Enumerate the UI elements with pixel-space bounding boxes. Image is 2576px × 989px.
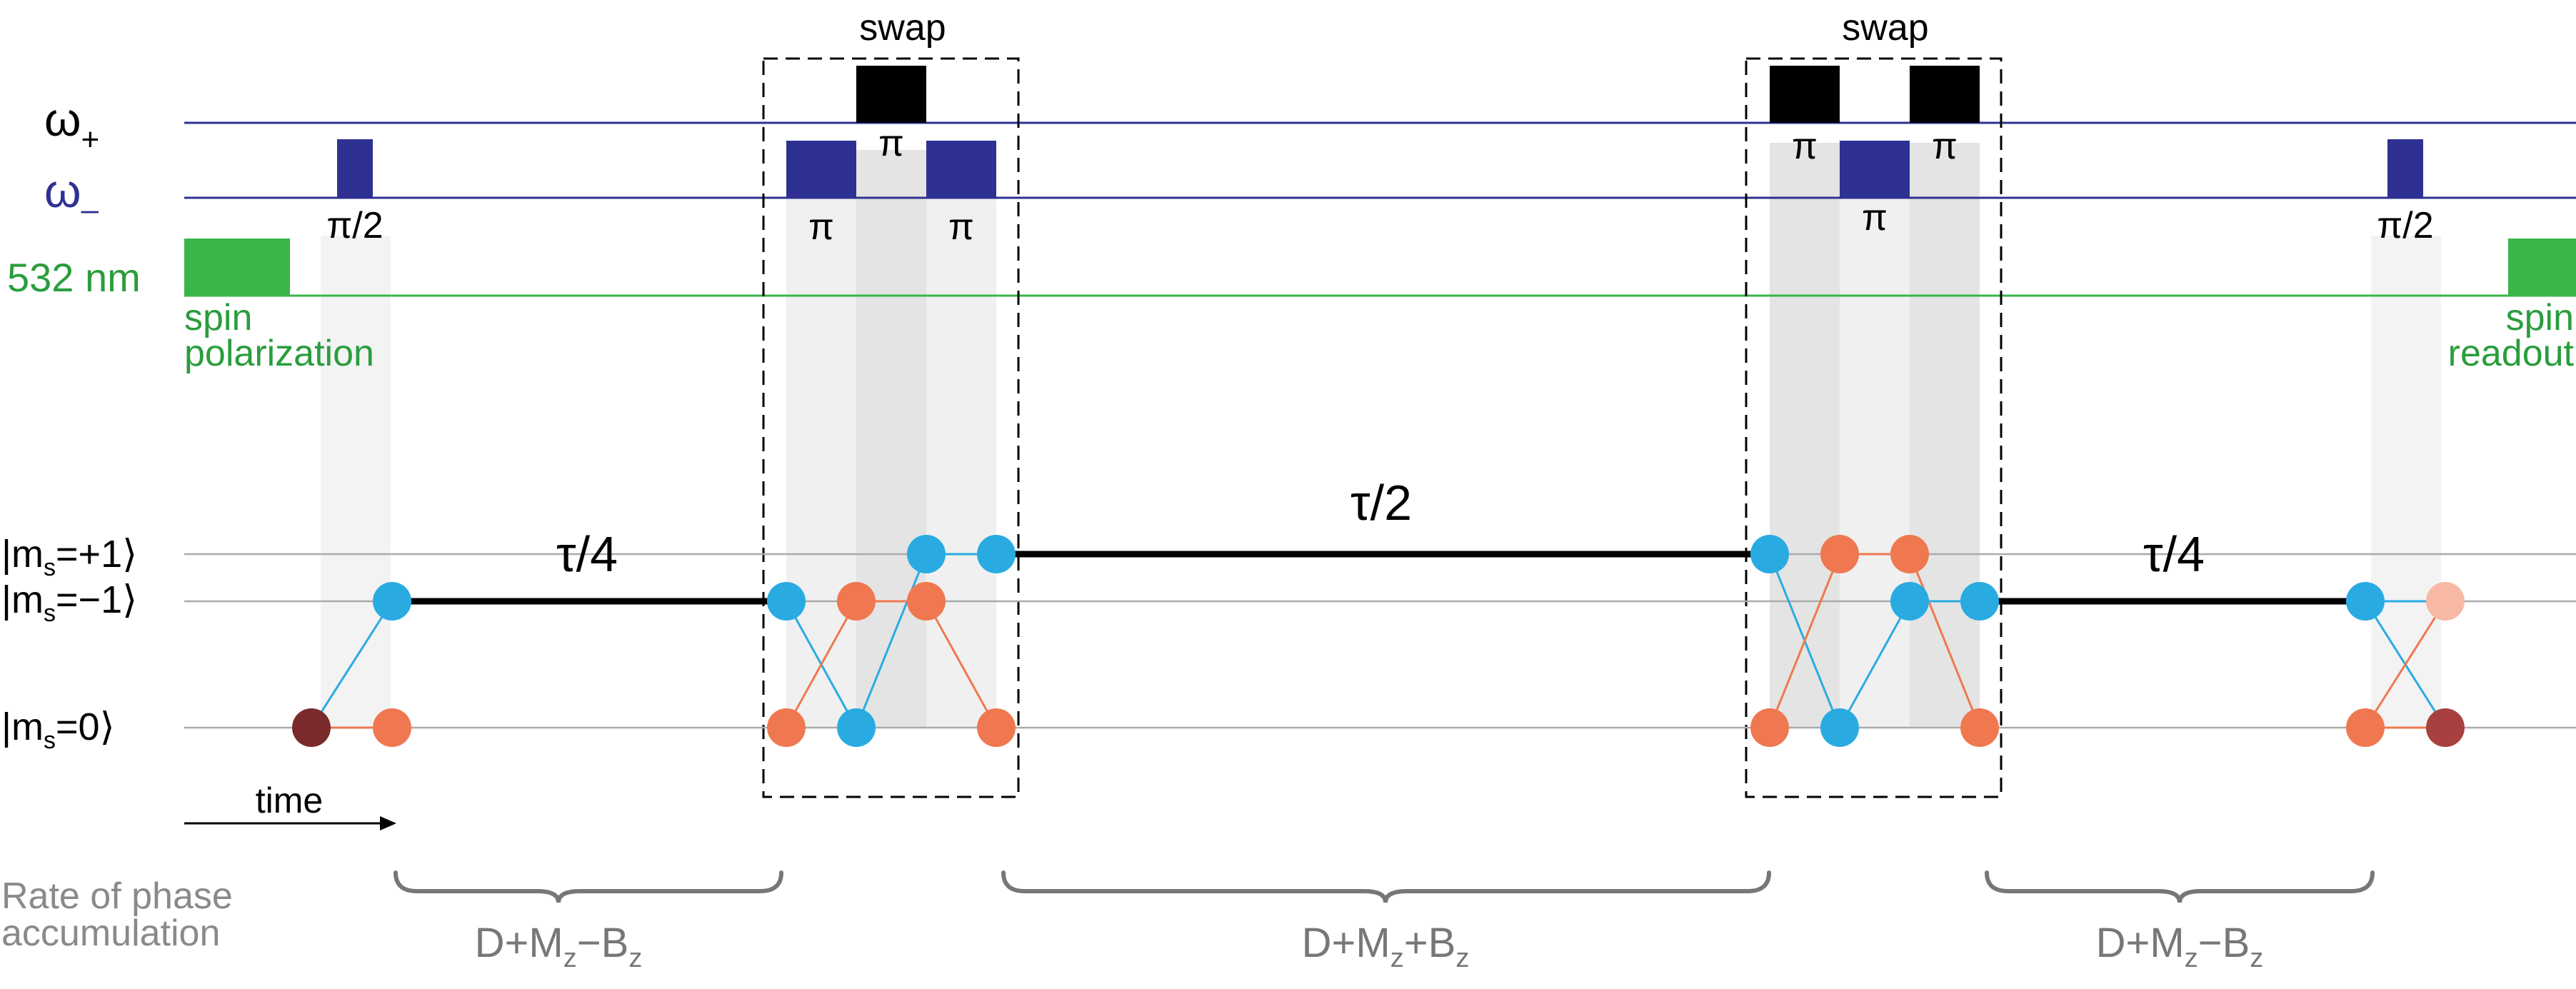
- state-dot-cyan: [1750, 535, 1789, 573]
- pi-pulse-minus-1b: [926, 141, 996, 198]
- pi-half-pulse-2: [2387, 139, 2423, 198]
- state-dot-orange: [1820, 535, 1859, 573]
- shaded-columns: [321, 143, 2441, 728]
- pi-label: π: [948, 206, 974, 248]
- swap-label-2: swap: [1842, 7, 1928, 49]
- shade-col-swap2-b: [1840, 164, 1910, 728]
- state-dot-orange: [767, 708, 806, 747]
- state-dot-cyan: [2346, 582, 2385, 621]
- time-arrow: [184, 816, 396, 830]
- pi-label: π: [1932, 126, 1958, 167]
- pi-pulse-plus-2b: [1910, 66, 1980, 123]
- pi-pulse-minus-2: [1840, 141, 1910, 198]
- pi-label: π: [1862, 197, 1888, 239]
- connector: [310, 601, 394, 728]
- swap-label-1: swap: [859, 7, 946, 49]
- tau-quarter-label-1: τ/4: [556, 526, 618, 582]
- state-dot-cyan: [767, 582, 806, 621]
- tau-half-label: τ/2: [1350, 475, 1412, 531]
- laser-label: 532 nm: [7, 255, 141, 300]
- state-dot-orange: [907, 582, 946, 621]
- spin-polarization-label: polarization: [184, 333, 374, 374]
- state-dot-dark-red: [2426, 708, 2465, 747]
- level-label-minus1: |ms=−1⟩: [1, 578, 137, 627]
- pi-pulse-minus-1a: [786, 141, 856, 198]
- pi-pulse-plus-1: [856, 66, 926, 123]
- swap-box-1: [762, 57, 1020, 798]
- state-dot-orange: [837, 582, 876, 621]
- shade-col-pi-half-2: [2371, 236, 2441, 728]
- state-circles: [292, 535, 2465, 747]
- brace-3: [1985, 870, 2375, 903]
- state-dot-cyan: [373, 582, 411, 621]
- pi-label: π: [808, 206, 834, 248]
- shade-col-swap2-a: [1770, 143, 1840, 728]
- laser-pulse-readout: [2508, 239, 2576, 296]
- level-label-zero: |ms=0⟩: [1, 706, 115, 754]
- state-dot-orange: [977, 708, 1016, 747]
- omega-minus-label: ω–: [44, 164, 99, 227]
- state-dot-cyan: [1820, 708, 1859, 747]
- pi-label: π: [1792, 126, 1818, 167]
- state-dot-dark-red: [292, 708, 331, 747]
- state-dot-orange: [1890, 535, 1929, 573]
- rate-label: accumulation: [1, 913, 220, 954]
- state-dot-light-orange: [2426, 582, 2465, 621]
- state-dot-orange: [2346, 708, 2385, 747]
- shade-col-swap1-a: [786, 164, 856, 728]
- rate-formula-3: D+Mz−Bz: [2096, 920, 2264, 973]
- brace-1: [394, 870, 783, 903]
- omega-plus-label: ω+: [44, 93, 99, 157]
- state-dot-orange: [1960, 708, 1999, 747]
- state-dot-cyan: [907, 535, 946, 573]
- connector: [785, 600, 998, 728]
- brace-2: [1001, 870, 1771, 903]
- pi-half-label-1: π/2: [326, 205, 383, 246]
- rate-formula-2: D+Mz+Bz: [1302, 920, 1470, 973]
- pi-label: π: [878, 123, 904, 164]
- time-label: time: [256, 780, 323, 820]
- state-dot-cyan: [1890, 582, 1929, 621]
- level-label-plus1: |ms=+1⟩: [1, 533, 137, 581]
- connector: [2364, 601, 2447, 728]
- swap-box-2: [1745, 57, 2003, 798]
- spin-polarization-label: spin: [184, 297, 252, 338]
- tau-quarter-label-2: τ/4: [2143, 526, 2205, 582]
- shade-col-swap2-c: [1910, 143, 1980, 728]
- laser-pulse-polarization: [184, 239, 290, 296]
- spin-readout-label: readout: [2448, 333, 2575, 374]
- state-dot-orange: [373, 708, 411, 747]
- pulses: [184, 66, 2576, 296]
- pi-half-label-2: π/2: [2377, 205, 2433, 246]
- shade-col-swap1-c: [926, 164, 996, 728]
- shade-col-swap1-b: [856, 150, 926, 728]
- braces: [394, 870, 2375, 903]
- state-connectors: [310, 553, 2447, 731]
- shade-col-pi-half-1: [321, 236, 391, 728]
- rate-label: Rate of phase: [1, 875, 233, 917]
- state-dot-cyan: [977, 535, 1016, 573]
- state-dot-orange: [1750, 708, 1789, 747]
- pi-half-pulse-1: [337, 139, 373, 198]
- rate-formula-1: D+Mz−Bz: [475, 920, 643, 973]
- state-dot-cyan: [1960, 582, 1999, 621]
- pi-pulse-plus-2a: [1770, 66, 1840, 123]
- state-dot-cyan: [837, 708, 876, 747]
- connector: [1768, 553, 1981, 728]
- spin-readout-label: spin: [2506, 297, 2574, 338]
